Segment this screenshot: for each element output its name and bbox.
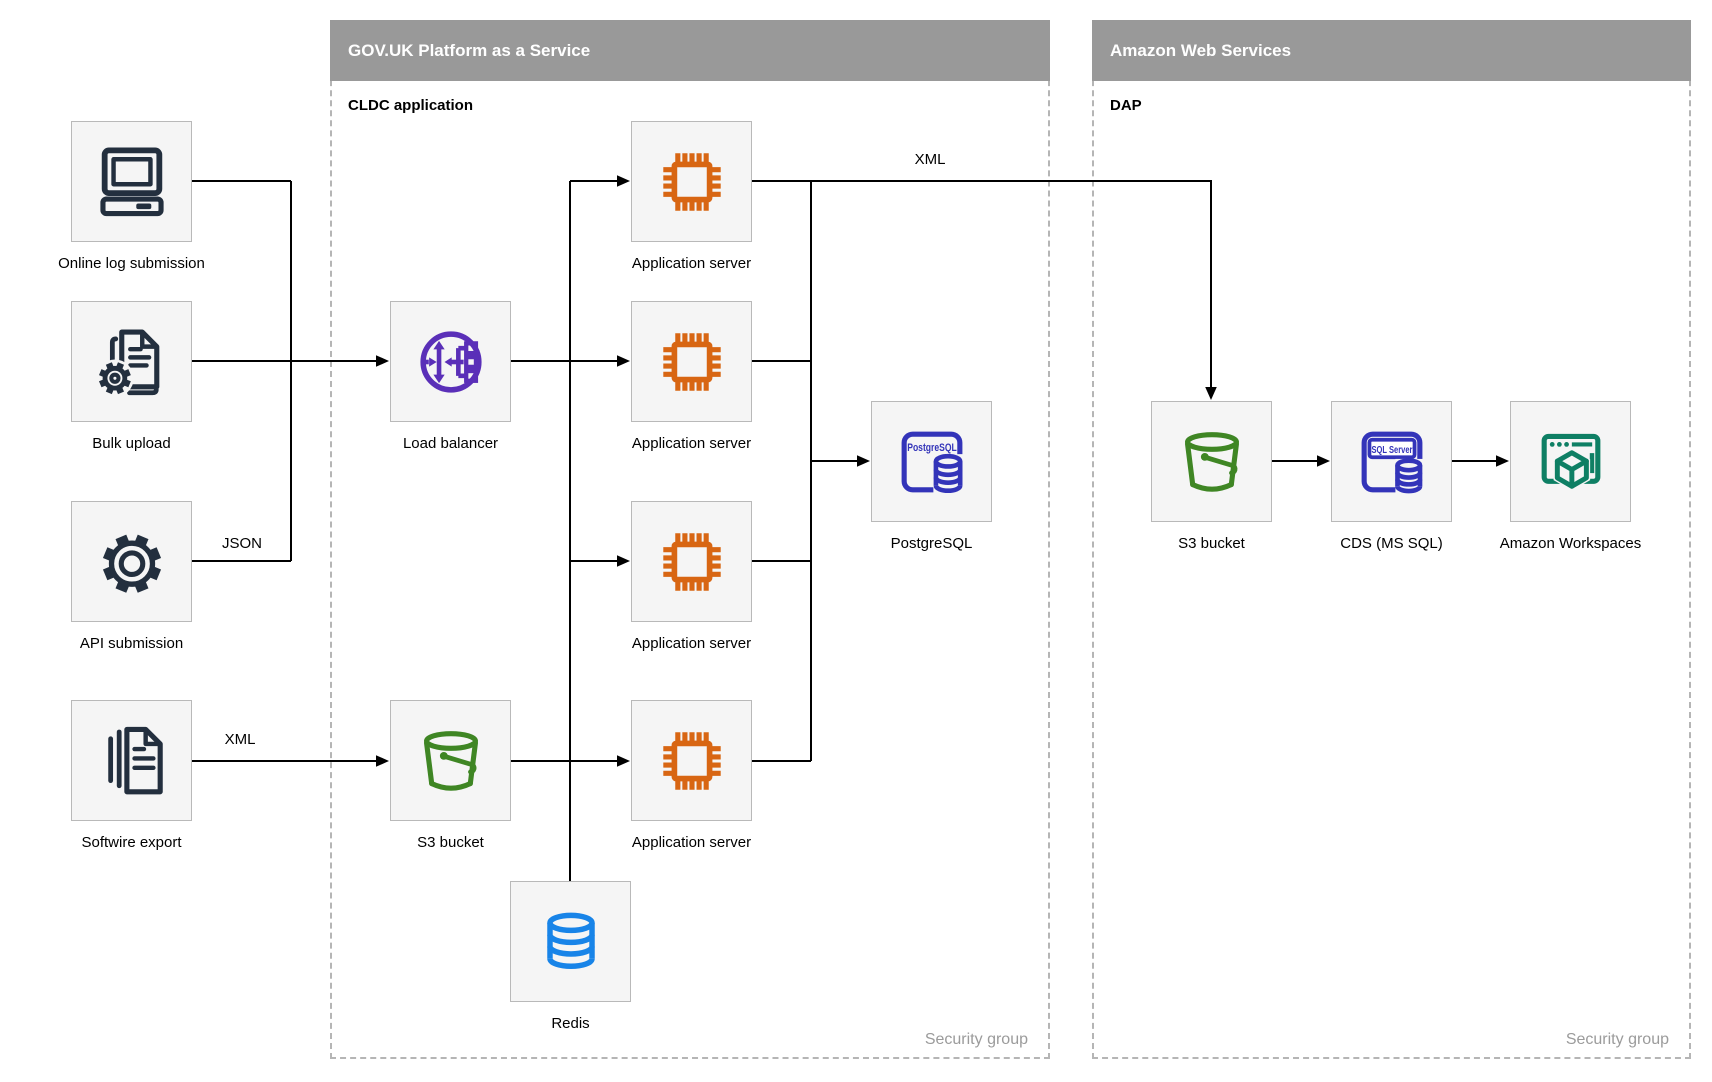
node-bulk-upload: Bulk upload	[71, 301, 192, 452]
arrowhead	[857, 455, 870, 467]
s3-bucket-icon	[423, 730, 478, 791]
edge-label-json: JSON	[219, 535, 265, 552]
load-balancer-icon	[419, 330, 482, 393]
edge-xml-to-aws-s3	[752, 180, 1212, 387]
node-application-server-1: Application server	[631, 121, 752, 272]
edge-label-xml-bottom: XML	[222, 731, 258, 748]
paas-security-group-label: Security group	[924, 1031, 1028, 1048]
postgresql-icon: PostgreSQL	[901, 431, 963, 493]
database-cylinder-icon	[546, 912, 595, 969]
node-softwire-export: Softwire export	[71, 700, 192, 851]
edge-apps-collector	[752, 181, 812, 762]
gear-icon	[102, 534, 161, 593]
aws-title: Amazon Web Services	[1110, 41, 1292, 60]
node-label: S3 bucket	[417, 834, 484, 851]
node-amazon-workspaces: Amazon Workspaces	[1500, 401, 1641, 552]
node-application-server-4: Application server	[631, 700, 752, 851]
sql-server-badge-text: SQL Server	[1371, 444, 1412, 455]
edge-label-xml-top: XML	[912, 151, 948, 168]
chip-icon	[662, 152, 721, 211]
document-gear-icon	[95, 329, 159, 397]
node-label: Online log submission	[58, 255, 205, 272]
chip-icon	[662, 731, 721, 790]
arrowhead	[376, 355, 389, 367]
node-online-log-submission: Online log submission	[58, 121, 205, 272]
amazon-workspaces-icon	[1541, 433, 1600, 491]
node-label: PostgreSQL	[890, 535, 973, 552]
node-api-submission: API submission	[71, 501, 192, 652]
s3-bucket-icon	[1184, 431, 1239, 492]
node-label: Application server	[631, 635, 752, 652]
arrowhead	[617, 755, 630, 767]
node-redis: Redis	[510, 881, 631, 1032]
aws-sublabel: DAP	[1110, 97, 1142, 114]
node-postgresql: PostgreSQL PostgreSQL	[871, 401, 992, 552]
arrowhead	[376, 755, 389, 767]
node-load-balancer: Load balancer	[390, 301, 511, 452]
paas-title: GOV.UK Platform as a Service	[348, 41, 591, 60]
arrowhead	[617, 175, 630, 187]
edge-sources-merge	[192, 180, 292, 562]
edge-lb-spine-redis	[511, 181, 571, 881]
paas-header: GOV.UK Platform as a Service	[330, 20, 1050, 81]
postgresql-badge-text: PostgreSQL	[907, 442, 957, 454]
desktop-computer-icon	[99, 146, 164, 216]
arrowhead	[617, 355, 630, 367]
node-cds-ms-sql: SQL Server CDS (MS SQL)	[1331, 401, 1452, 552]
node-label: Application server	[631, 834, 752, 851]
node-label: Bulk upload	[92, 435, 171, 452]
paas-sublabel: CLDC application	[348, 97, 474, 114]
stacked-documents-icon	[107, 726, 163, 794]
chip-icon	[662, 332, 721, 391]
node-label: Redis	[551, 1015, 590, 1032]
node-s3-bucket-paas: S3 bucket	[390, 700, 511, 851]
node-label: Application server	[631, 255, 752, 272]
arrowhead	[617, 555, 630, 567]
node-label: API submission	[79, 635, 184, 652]
node-label: Softwire export	[81, 834, 182, 851]
node-label: Amazon Workspaces	[1499, 535, 1642, 552]
arrowhead	[1317, 455, 1330, 467]
node-label: S3 bucket	[1178, 535, 1245, 552]
chip-icon	[662, 532, 721, 591]
node-application-server-2: Application server	[631, 301, 752, 452]
node-application-server-3: Application server	[631, 501, 752, 652]
node-label: Load balancer	[402, 435, 499, 452]
aws-header: Amazon Web Services	[1092, 20, 1691, 81]
aws-security-group-label: Security group	[1565, 1031, 1669, 1048]
node-s3-bucket-aws: S3 bucket	[1151, 401, 1272, 552]
arrowhead	[1205, 387, 1217, 400]
node-label: CDS (MS SQL)	[1340, 535, 1443, 552]
node-label: Application server	[631, 435, 752, 452]
arrowhead	[1496, 455, 1509, 467]
sql-server-icon: SQL Server	[1361, 431, 1423, 493]
